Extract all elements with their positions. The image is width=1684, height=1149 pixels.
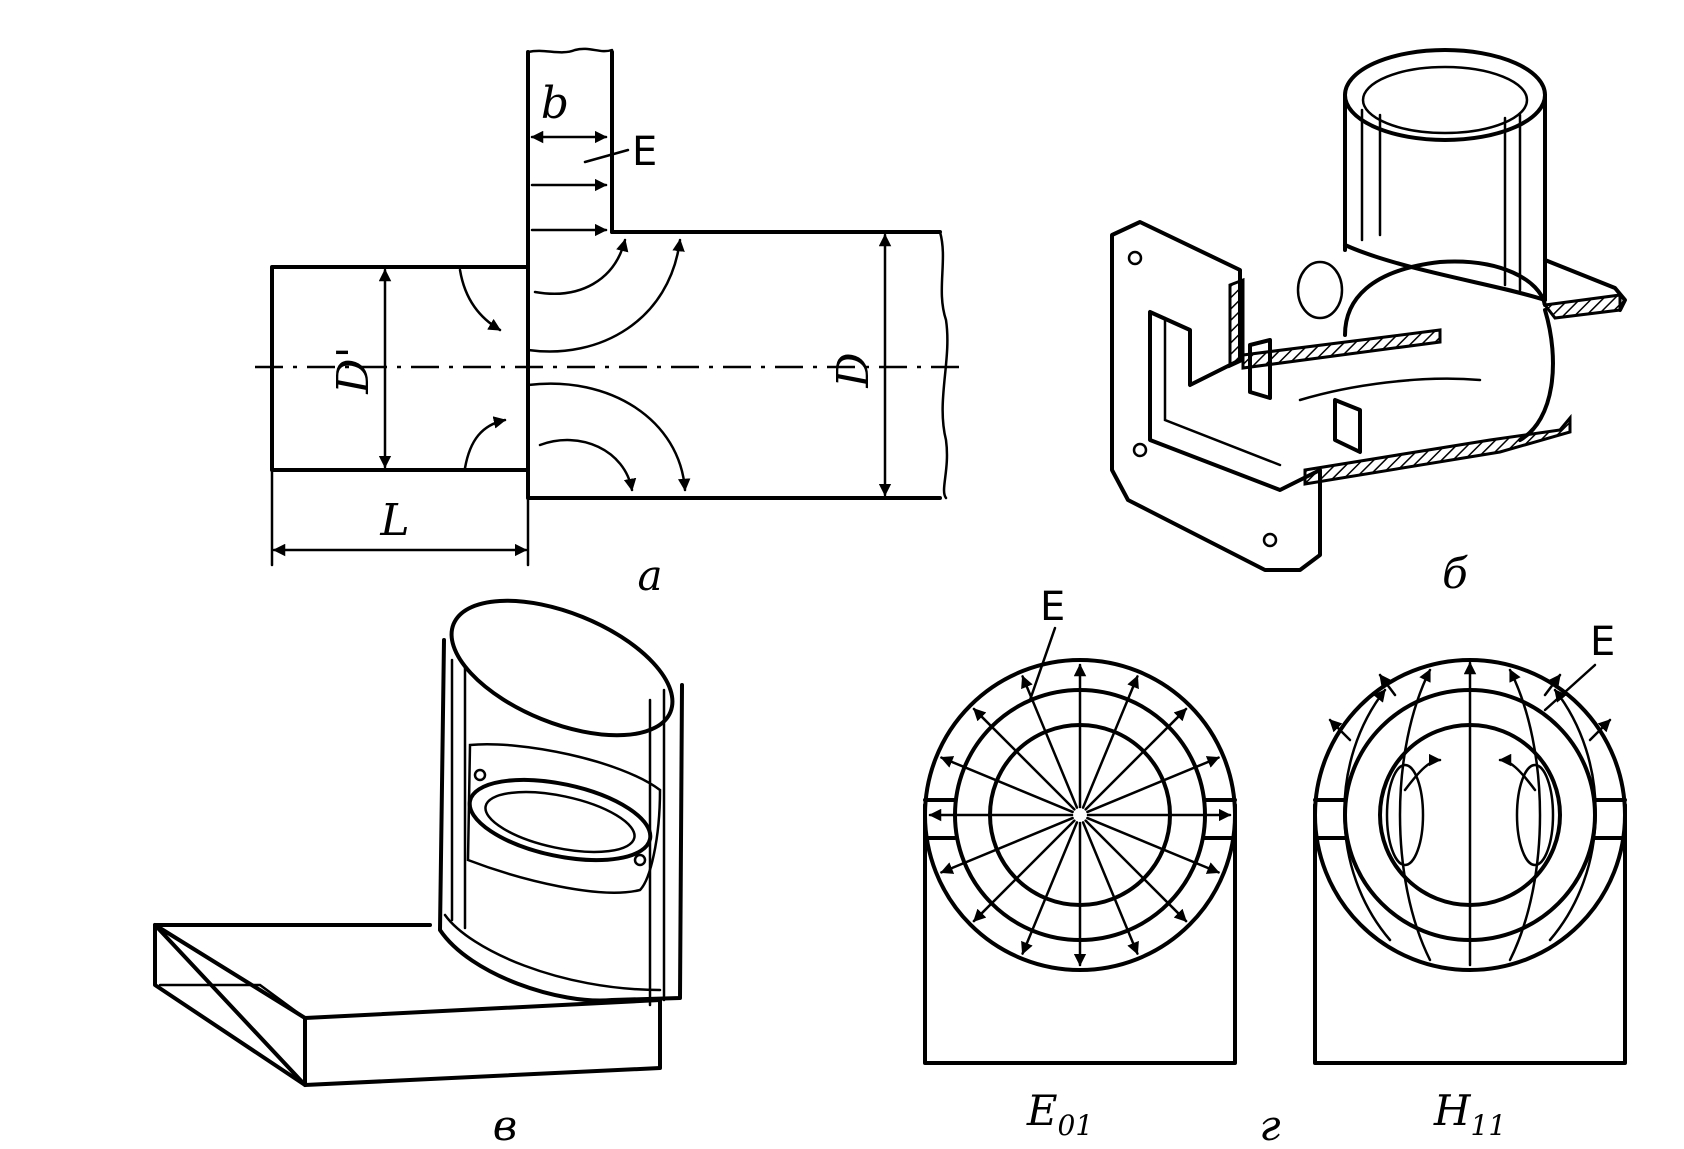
caption-g: г <box>1259 1101 1280 1149</box>
E01-radial-arrows <box>928 663 1232 967</box>
caption-b: б <box>1442 549 1468 598</box>
H11-field-lines <box>1328 661 1612 967</box>
radial-field-arrow <box>1084 707 1188 811</box>
label-D-prime: D' <box>328 346 379 394</box>
radial-field-arrow <box>972 819 1076 923</box>
upper-field-lines <box>458 238 685 353</box>
panel-b-cutaway-drawing <box>1110 48 1627 572</box>
radial-field-arrow <box>1086 816 1220 874</box>
caption-v: в <box>493 1101 517 1149</box>
radial-field-arrow <box>1081 675 1139 809</box>
label-E-H11: E <box>1590 619 1615 665</box>
panel-g-H11-mode: E H11 <box>1313 619 1627 1142</box>
panel-a-section-drawing: b E D' D L a <box>255 47 960 600</box>
mode-label-E01: E01 <box>1026 1086 1093 1142</box>
mode-label-H11: H11 <box>1433 1086 1506 1142</box>
label-E-E01: E <box>1040 584 1065 630</box>
radial-field-arrow <box>1084 819 1188 923</box>
label-L: L <box>379 495 409 546</box>
radial-field-arrow <box>1081 821 1139 955</box>
label-b: b <box>541 78 569 129</box>
radial-field-arrow <box>972 707 1076 811</box>
panel-v-cylinder-drawing <box>153 598 684 1087</box>
caption-a: a <box>637 551 662 600</box>
radial-field-arrow <box>1021 821 1079 955</box>
stub-field-arrows <box>530 130 630 237</box>
radial-field-arrow <box>940 816 1074 874</box>
lower-field-lines <box>463 382 691 492</box>
label-D: D <box>828 352 879 388</box>
label-E-stub: E <box>632 129 657 175</box>
panel-g-E01-mode: E E01 <box>923 584 1237 1142</box>
radial-field-arrow <box>940 756 1074 814</box>
radial-field-arrow <box>1086 756 1220 814</box>
